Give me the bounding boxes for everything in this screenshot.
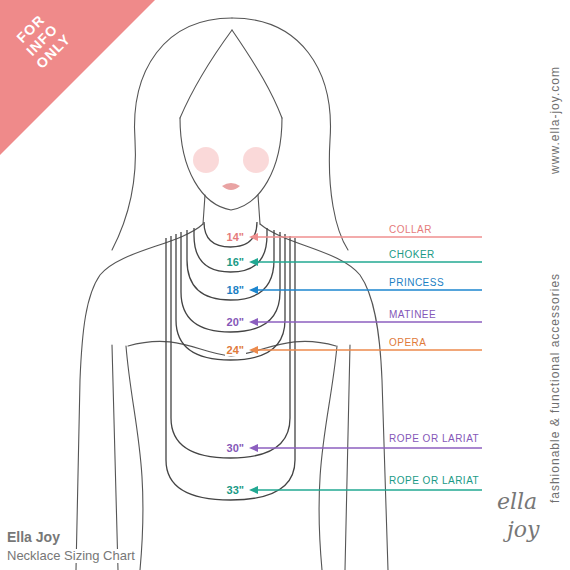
neck-line bbox=[258, 195, 260, 224]
size-number: 14" bbox=[225, 231, 246, 243]
size-number: 24" bbox=[225, 344, 246, 356]
arm-inner bbox=[112, 345, 118, 570]
size-number: 20" bbox=[225, 316, 246, 328]
pointer-line bbox=[256, 447, 482, 449]
size-number: 30" bbox=[225, 442, 246, 454]
necklace-strand bbox=[181, 232, 280, 332]
style-name: OPERA bbox=[387, 337, 429, 348]
site-text: fashionable & functional accessories bbox=[549, 271, 562, 505]
bust-line bbox=[128, 341, 336, 356]
arrow-head bbox=[249, 444, 258, 452]
style-name: MATINEE bbox=[387, 309, 438, 320]
site-text: www.ella-joy.com bbox=[549, 64, 562, 176]
footer-text: Ella Joy bbox=[5, 530, 62, 545]
arrow-head bbox=[249, 286, 258, 294]
hair-bang bbox=[232, 30, 282, 118]
shoulder-arm bbox=[76, 224, 203, 570]
necklace-strand bbox=[176, 234, 285, 360]
lips bbox=[222, 183, 240, 190]
pointer-line bbox=[256, 236, 482, 238]
pointer-line bbox=[256, 349, 482, 351]
arrow-head bbox=[249, 258, 258, 266]
arrow-head bbox=[249, 346, 258, 354]
pointer-line bbox=[256, 289, 482, 291]
pointer-line bbox=[256, 321, 482, 323]
necklace-strand bbox=[194, 228, 267, 272]
footer-text: Necklace Sizing Chart bbox=[5, 549, 137, 563]
necklace-strand bbox=[166, 238, 295, 500]
style-name: PRINCESS bbox=[387, 277, 446, 288]
pointer-line bbox=[256, 261, 482, 263]
hair-bang bbox=[180, 30, 232, 118]
logo-text: ella bbox=[495, 490, 539, 514]
size-number: 18" bbox=[225, 284, 246, 296]
necklace-strand bbox=[204, 222, 257, 247]
face-outline bbox=[180, 118, 282, 210]
style-name: CHOKER bbox=[387, 249, 437, 260]
torso-line bbox=[126, 346, 143, 570]
arm-inner bbox=[345, 345, 350, 570]
hair-outline bbox=[232, 18, 348, 250]
arrow-head bbox=[249, 486, 258, 494]
style-name: ROPE OR LARIAT bbox=[387, 433, 481, 444]
neck-line bbox=[203, 195, 205, 224]
shoulder-arm bbox=[260, 224, 388, 570]
style-name: COLLAR bbox=[387, 224, 434, 235]
cheek-blush bbox=[193, 147, 219, 173]
style-name: ROPE OR LARIAT bbox=[387, 475, 481, 486]
pointer-line bbox=[256, 489, 482, 491]
size-number: 33" bbox=[225, 484, 246, 496]
size-number: 16" bbox=[225, 256, 246, 268]
arrow-head bbox=[249, 233, 258, 241]
logo-text: joy bbox=[505, 518, 542, 542]
corner-banner: FOR INFO ONLY bbox=[0, 0, 160, 160]
hair-outline bbox=[112, 18, 232, 250]
necklace-strand bbox=[171, 236, 290, 458]
cheek-blush bbox=[243, 147, 269, 173]
torso-line bbox=[319, 346, 337, 570]
arrow-head bbox=[249, 318, 258, 326]
